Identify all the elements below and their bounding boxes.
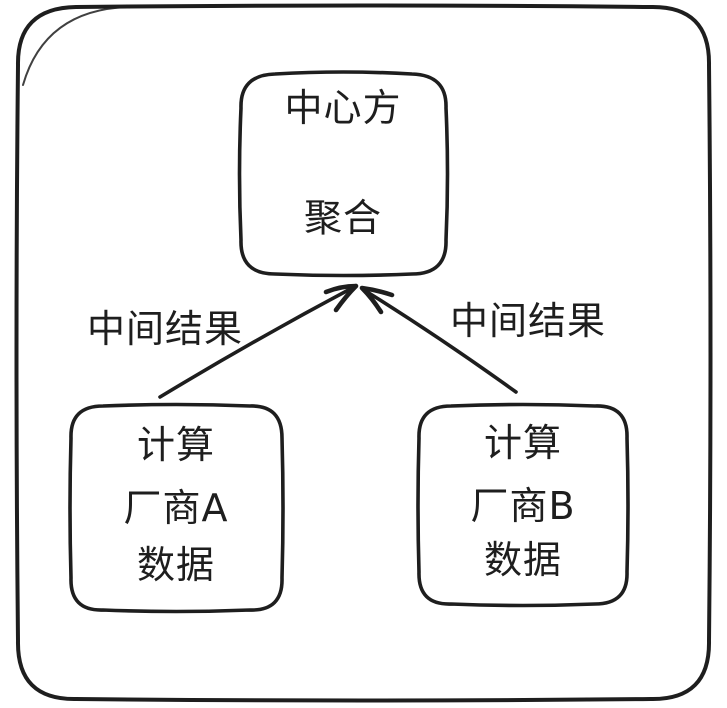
center-box <box>237 70 450 278</box>
left-arrow-label: 中间结果 <box>86 307 244 351</box>
outer-frame-overdraw <box>22 6 131 86</box>
right-arrow <box>359 285 518 394</box>
left-arrow-head <box>323 283 359 313</box>
vendor-b-box-line-2: 厂商B <box>470 484 576 528</box>
vendor-a-box-line-2: 厂商A <box>123 486 229 530</box>
right-arrow-shaft <box>362 288 518 394</box>
vendor-a-box <box>68 402 285 614</box>
right-arrow-label: 中间结果 <box>449 299 607 343</box>
vendor-b-box-line-3: 数据 <box>483 538 563 582</box>
vendor-b-box-line-1: 计算 <box>483 421 563 465</box>
left-arrow-shaft <box>158 285 356 399</box>
vendor-b-box <box>416 402 630 608</box>
left-arrow <box>158 283 359 399</box>
right-arrow-head <box>359 285 395 315</box>
center-box-line-2: 聚合 <box>303 196 383 240</box>
center-box-line-1: 中心方 <box>284 86 402 130</box>
outer-frame <box>14 3 713 703</box>
vendor-a-box-line-1: 计算 <box>136 423 216 467</box>
vendor-a-box-line-3: 数据 <box>136 543 216 587</box>
